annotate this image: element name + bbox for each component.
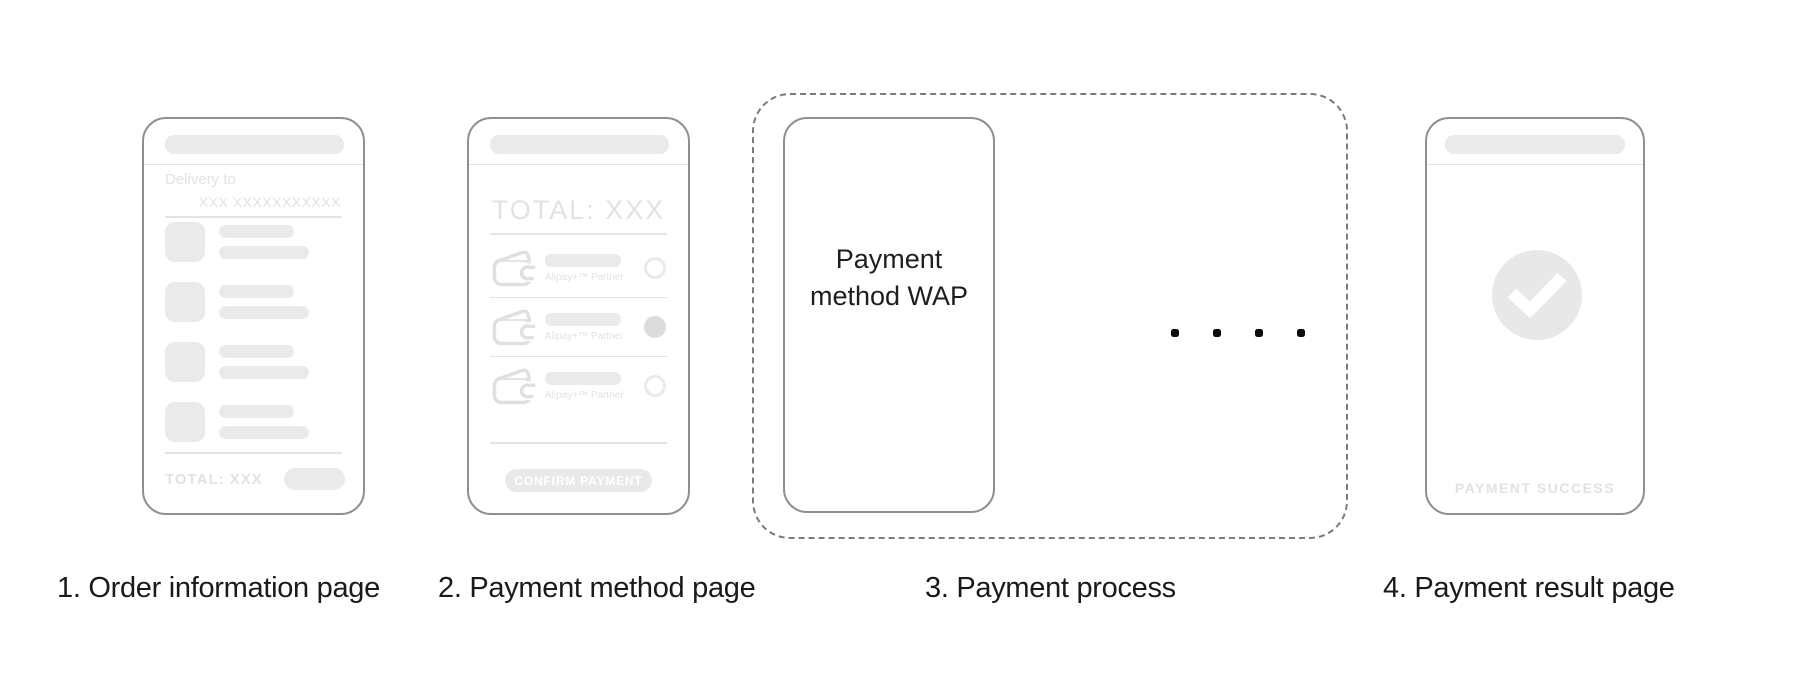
row-divider [490,356,667,357]
process-dots [1171,329,1305,337]
item-text-placeholder [219,225,294,238]
payment-result-phone: PAYMENT SUCCESS [1425,117,1645,515]
delivery-address-placeholder: XXX XXXXXXXXXXX [198,194,341,210]
item-text-lines [219,342,342,382]
radio-button [644,375,666,397]
partner-label: Alipay+™ Partner [545,330,624,342]
item-text-lines [219,402,342,442]
item-thumbnail-placeholder [165,282,205,322]
payment-method-row: Alipay+™ Partner [490,239,667,297]
section-divider [165,216,342,218]
order-item [165,222,342,262]
payment-success-label: PAYMENT SUCCESS [1454,480,1616,496]
wap-phone: Payment method WAP [783,117,995,513]
order-item [165,282,342,322]
delivery-to-label: Delivery to [165,171,236,188]
wallet-icon [492,368,536,405]
item-text-lines [219,282,342,322]
caption-payment-process: 3. Payment process [925,572,1176,604]
radio-button [644,257,666,279]
method-text-lines: Alipay+™ Partner [545,312,644,342]
header-divider [469,164,688,165]
progress-dot [1297,329,1305,337]
item-text-placeholder [219,366,309,379]
row-divider [490,297,667,298]
status-bar-placeholder [1445,135,1625,154]
payment-method-row: Alipay+™ Partner [490,357,667,415]
status-bar-placeholder [490,135,669,154]
method-text-lines: Alipay+™ Partner [545,371,644,401]
item-text-placeholder [219,405,294,418]
progress-dot [1213,329,1221,337]
item-text-lines [219,222,342,262]
header-divider [144,164,363,165]
status-bar-placeholder [165,135,344,154]
item-text-placeholder [219,345,294,358]
partner-label: Alipay+™ Partner [545,389,624,401]
action-button-placeholder [284,468,345,490]
order-item-list [165,222,342,462]
progress-dot [1171,329,1179,337]
item-text-placeholder [219,285,294,298]
wallet-icon [492,309,536,346]
order-info-phone: Delivery to XXX XXXXXXXXXXX TOTAL: XXX [142,117,365,515]
order-item [165,402,342,442]
partner-label: Alipay+™ Partner [545,271,624,283]
total-label: TOTAL: XXX [165,471,263,488]
method-text-lines: Alipay+™ Partner [545,253,644,283]
confirm-payment-button: CONFIRM PAYMENT [505,469,652,492]
section-divider [490,233,667,235]
caption-order-info: 1. Order information page [57,572,380,604]
caption-payment-result: 4. Payment result page [1383,572,1675,604]
item-thumbnail-placeholder [165,342,205,382]
item-thumbnail-placeholder [165,222,205,262]
payment-method-row: Alipay+™ Partner [490,298,667,356]
caption-payment-method: 2. Payment method page [438,572,756,604]
item-text-placeholder [219,306,309,319]
method-name-placeholder [545,312,621,326]
item-thumbnail-placeholder [165,402,205,442]
footer-divider [490,442,667,444]
total-label: TOTAL: XXX [491,195,666,225]
success-check-icon [1492,250,1582,340]
wallet-icon [492,250,536,287]
radio-button-selected [644,316,666,338]
order-item [165,342,342,382]
method-name-placeholder [545,253,621,267]
footer-divider [165,452,342,454]
method-name-placeholder [545,371,621,385]
item-text-placeholder [219,426,309,439]
wap-label: Payment method WAP [809,244,969,311]
header-divider [1427,164,1643,165]
item-text-placeholder [219,246,309,259]
progress-dot [1255,329,1263,337]
